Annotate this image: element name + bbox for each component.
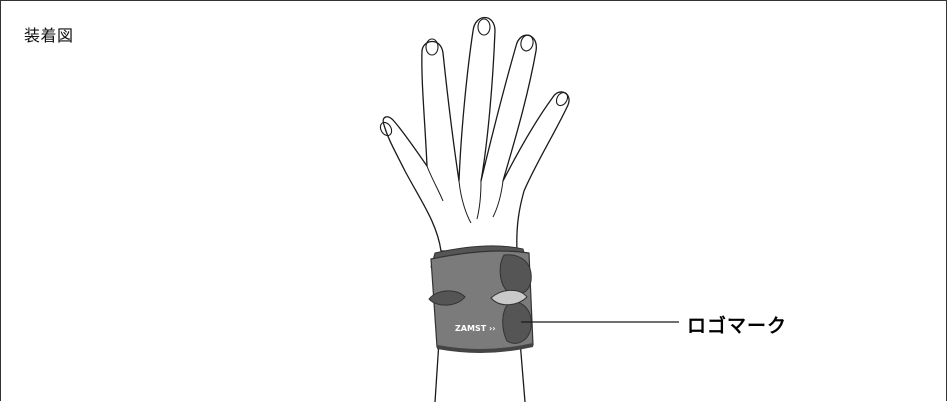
brand-logo: ZAMST ›› bbox=[455, 324, 496, 333]
wrist-support: ZAMST ›› bbox=[429, 246, 533, 353]
forearm-outline bbox=[520, 341, 525, 402]
logo-mark-label: ロゴマーク bbox=[687, 311, 787, 338]
hand-outline bbox=[383, 18, 569, 252]
forearm-outline bbox=[435, 341, 439, 402]
